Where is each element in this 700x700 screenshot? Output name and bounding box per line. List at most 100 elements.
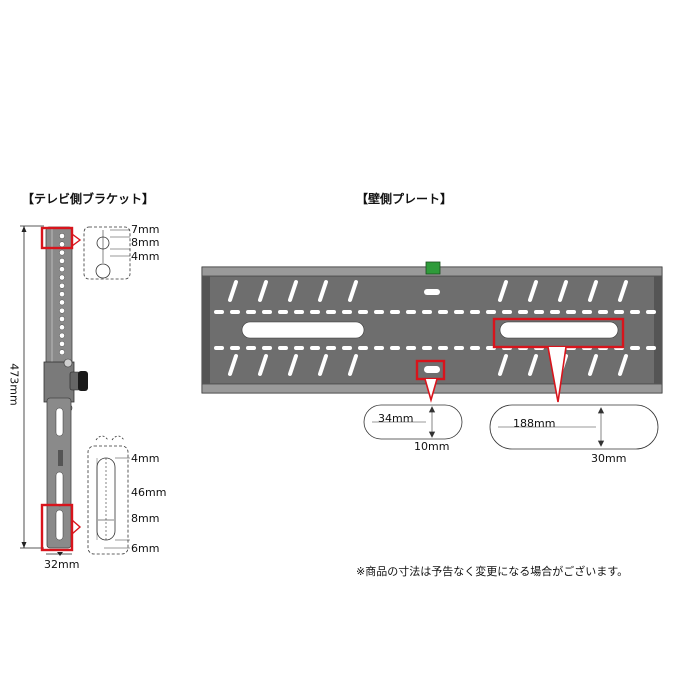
- tv-bracket-drawing: [20, 225, 88, 556]
- tv-bracket-bottom-detail: [87, 435, 130, 555]
- plate-dash-slot: [486, 310, 496, 314]
- plate-slot: [288, 354, 298, 376]
- plate-dash-slot: [454, 310, 464, 314]
- top-pitch-label: 4mm: [131, 250, 160, 263]
- plate-dash-slot: [422, 310, 432, 314]
- bracket-hole: [59, 349, 65, 356]
- plate-dash-slot: [326, 310, 336, 314]
- plate-dash-slot: [550, 310, 560, 314]
- plate-slot: [528, 354, 538, 376]
- plate-dash-slot: [278, 346, 288, 350]
- tv-bracket-title: 【テレビ側ブラケット】: [22, 192, 155, 206]
- wall-plate-drawing: [201, 261, 663, 403]
- plate-dash-slot: [294, 310, 304, 314]
- plate-slot: [588, 280, 598, 302]
- small-slot-width-label: 10mm: [414, 440, 450, 453]
- plate-slot: [258, 280, 268, 302]
- bracket-hole: [59, 266, 65, 273]
- large-slot-width-label: 30mm: [591, 452, 627, 465]
- plate-dash-slot: [518, 310, 528, 314]
- plate-dash-slot: [454, 346, 464, 350]
- plate-dash-slot: [230, 310, 240, 314]
- plate-dash-slot: [470, 346, 480, 350]
- plate-dash-slot: [614, 310, 624, 314]
- plate-dash-slot: [262, 310, 272, 314]
- bracket-hole: [59, 274, 65, 281]
- plate-dash-slot: [438, 310, 448, 314]
- plate-dash-slot: [342, 310, 352, 314]
- plate-dash-slot: [214, 310, 224, 314]
- top-hole-label: 8mm: [131, 236, 160, 249]
- bracket-hole: [59, 282, 65, 289]
- plate-slot: [318, 280, 328, 302]
- small-slot-detail: [363, 404, 463, 440]
- bottom-slot-width-label: 8mm: [131, 512, 160, 525]
- plate-dash-slot: [422, 346, 432, 350]
- plate-slot: [588, 354, 598, 376]
- wall-plate-title: 【壁側プレート】: [356, 192, 453, 206]
- plate-dash-slot: [230, 346, 240, 350]
- plate-slot: [528, 280, 538, 302]
- disclaimer-note: ※商品の寸法は予告なく変更になる場合がございます。: [356, 565, 629, 578]
- plate-dash-slot: [534, 310, 544, 314]
- plate-dash-slot: [630, 310, 640, 314]
- bracket-hole: [59, 324, 65, 331]
- plate-dash-slot: [214, 346, 224, 350]
- plate-dash-slot: [406, 346, 416, 350]
- plate-slot: [498, 280, 508, 302]
- bottom-slot-length-label: 46mm: [131, 486, 167, 499]
- plate-dash-slot: [358, 310, 368, 314]
- plate-dash-slot: [310, 310, 320, 314]
- plate-dash-slot: [646, 310, 656, 314]
- plate-slot: [288, 280, 298, 302]
- plate-dash-slot: [390, 310, 400, 314]
- bracket-hole: [59, 241, 65, 248]
- plate-dash-slot: [310, 346, 320, 350]
- bracket-hole: [59, 307, 65, 314]
- plate-dash-slot: [374, 310, 384, 314]
- plate-dash-slot: [390, 346, 400, 350]
- plate-dash-slot: [566, 310, 576, 314]
- bracket-hole: [59, 249, 65, 256]
- plate-dash-slot: [358, 346, 368, 350]
- plate-slot: [258, 354, 268, 376]
- plate-slot: [348, 280, 358, 302]
- small-slot-length-label: 34mm: [378, 412, 414, 425]
- large-slot-detail: [489, 404, 659, 450]
- bracket-hole: [59, 332, 65, 339]
- plate-dash-slot: [246, 346, 256, 350]
- bracket-hole: [59, 258, 65, 264]
- bracket-width-label: 32mm: [44, 558, 80, 571]
- bracket-hole: [59, 299, 65, 306]
- plate-slot: [618, 280, 628, 302]
- top-gap-label: 7mm: [131, 223, 160, 236]
- bracket-hole: [59, 316, 65, 322]
- bottom-gap-label: 6mm: [131, 542, 160, 555]
- bottom-top-gap-label: 4mm: [131, 452, 160, 465]
- bracket-hole: [59, 341, 65, 347]
- plate-dash-slot: [374, 346, 384, 350]
- plate-slot: [318, 354, 328, 376]
- plate-slot: [348, 354, 358, 376]
- plate-dash-slot: [262, 346, 272, 350]
- plate-slot: [228, 354, 238, 376]
- plate-dash-slot: [582, 310, 592, 314]
- plate-dash-slot: [246, 310, 256, 314]
- plate-slot: [558, 280, 568, 302]
- plate-dash-slot: [342, 346, 352, 350]
- plate-dash-slot: [438, 346, 448, 350]
- plate-dash-slot: [502, 310, 512, 314]
- plate-dash-slot: [598, 310, 608, 314]
- plate-dash-slot: [630, 346, 640, 350]
- plate-dash-slot: [646, 346, 656, 350]
- plate-slot: [498, 354, 508, 376]
- bracket-hole: [59, 233, 65, 239]
- plate-dash-slot: [326, 346, 336, 350]
- plate-dash-slot: [294, 346, 304, 350]
- bracket-height-label: 473mm: [7, 363, 21, 406]
- bracket-hole: [59, 291, 65, 297]
- plate-dash-slot: [470, 310, 480, 314]
- plate-dash-slot: [278, 310, 288, 314]
- plate-slot: [228, 280, 238, 302]
